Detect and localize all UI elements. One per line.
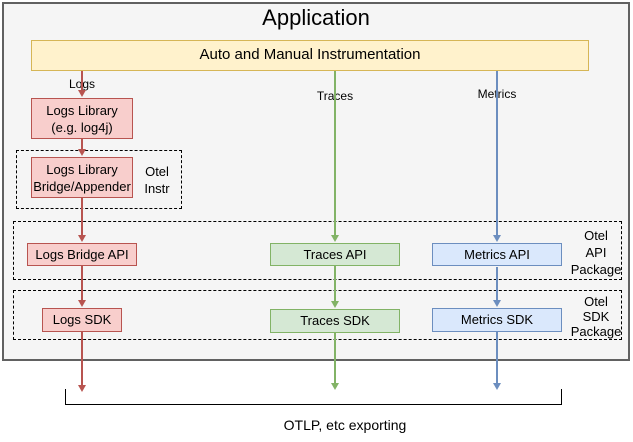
metrics-arrow-instr-to-api <box>493 71 501 242</box>
instrumentation-box: Auto and Manual Instrumentation <box>31 40 589 71</box>
otel-instr-label-line1: Otel <box>145 164 169 179</box>
logs-arrow-library-to-bridge <box>78 139 86 156</box>
logs-arrow-api-to-sdk <box>78 265 86 307</box>
logs-arrow-sdk-to-export <box>78 332 86 392</box>
metrics-api-box: Metrics API <box>432 243 562 266</box>
export-label: OTLP, etc exporting <box>283 417 407 433</box>
application-title: Application <box>262 5 370 30</box>
otel-sdk-package-label: Otel SDK Package <box>568 294 624 339</box>
otel-api-package-box <box>13 221 622 280</box>
traces-sdk-box: Traces SDK <box>270 309 400 333</box>
otel-sdk-label-line2: SDK <box>582 309 610 324</box>
logs-arrow-instr-to-library <box>78 71 86 97</box>
logs-library-line1: Logs Library <box>46 102 118 118</box>
logs-library-bridge-box: Logs Library Bridge/Appender <box>31 157 133 198</box>
otel-sdk-package-box <box>13 290 622 340</box>
export-bracket <box>65 389 562 405</box>
traces-arrow-sdk-to-export <box>331 333 339 390</box>
logs-bridge-api-box: Logs Bridge API <box>27 243 137 266</box>
metrics-arrow-api-to-sdk <box>493 267 501 307</box>
otel-instr-label-line2: Instr <box>144 181 170 196</box>
metrics-arrow-sdk-to-export <box>493 332 501 390</box>
logs-arrow-bridge-to-api <box>78 198 86 242</box>
logs-bridge-line1: Logs Library <box>46 161 118 177</box>
otel-instr-package-box <box>16 150 182 209</box>
metrics-sdk-box: Metrics SDK <box>432 308 562 332</box>
otel-api-label-line3: Package <box>570 262 622 277</box>
logs-sdk-box: Logs SDK <box>42 308 122 332</box>
logs-library-line2: (e.g. log4j) <box>51 119 113 135</box>
otel-api-label-line1: Otel <box>584 228 608 243</box>
traces-arrow-instr-to-api <box>331 71 339 242</box>
traces-arrow-api-to-sdk <box>331 266 339 308</box>
otel-api-label-line2: API <box>585 245 607 260</box>
traces-api-box: Traces API <box>270 243 400 266</box>
otel-instr-package-label: Otel Instr <box>134 163 180 197</box>
logs-library-box: Logs Library (e.g. log4j) <box>31 98 133 139</box>
otel-sdk-label-line3: Package <box>570 324 622 339</box>
logs-bridge-line2: Bridge/Appender <box>33 178 131 194</box>
otel-api-package-label: Otel API Package <box>568 227 624 278</box>
otel-sdk-label-line1: Otel <box>584 294 608 309</box>
